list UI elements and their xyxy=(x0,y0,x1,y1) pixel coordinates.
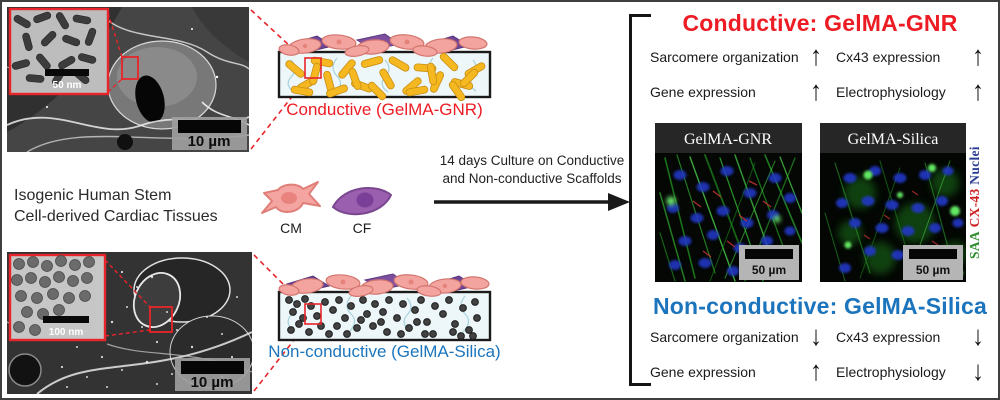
description-text: Isogenic Human Stem Cell-derived Cardiac… xyxy=(14,185,218,227)
inset-scale-bar xyxy=(43,316,89,323)
micrograph-gelma-silica: GelMA-Silica 50 µm xyxy=(820,123,966,282)
result-label: Gene expression xyxy=(650,84,756,100)
result-label: Electrophysiology xyxy=(836,364,946,380)
arrow-up-icon: ↑ xyxy=(810,355,822,387)
arrow-up-icon: ↑ xyxy=(972,40,984,72)
sem-image-gnr-scaffold: 50 nm 10 µm xyxy=(7,7,249,152)
result-row: Cx43 expression ↓ xyxy=(836,320,984,352)
result-row: Cx43 expression ↑ xyxy=(836,40,984,72)
stain-legend: SAA CX-43 Nuclei xyxy=(962,120,988,286)
inset-scale-bar xyxy=(45,69,89,76)
result-row: Gene expression ↑ xyxy=(650,75,822,107)
description-line-1: Isogenic Human Stem xyxy=(14,187,172,204)
conductive-results-grid: Sarcomere organization ↑ Cx43 expression… xyxy=(650,40,984,107)
arrow-up-icon: ↑ xyxy=(810,40,822,72)
micrograph-label: GelMA-GNR xyxy=(684,131,772,148)
tem-inset-silica-nanoparticles: 100 nm xyxy=(8,253,107,342)
micrograph-scale-label: 50 µm xyxy=(752,263,786,277)
micrograph-scale-bar: 50 µm xyxy=(903,245,963,280)
inset-scale-label: 100 nm xyxy=(49,327,84,338)
micrograph-scale-bar: 50 µm xyxy=(739,245,799,280)
inset-scale-label: 50 nm xyxy=(53,80,82,91)
stain-cx43: CX-43 xyxy=(967,188,982,228)
zoom-square xyxy=(304,303,322,325)
micrograph-banner xyxy=(655,123,802,153)
result-label: Cx43 expression xyxy=(836,49,941,65)
cm-cell-icon xyxy=(260,177,322,219)
arrow-down-icon: ↓ xyxy=(810,320,822,352)
micrograph-gelma-gnr: GelMA-GNR 50 µm xyxy=(655,123,802,282)
zoom-square xyxy=(121,56,139,80)
scaffold-illustration-nonconductive xyxy=(277,266,492,342)
scaffold-label-nonconductive: Non-conductive (GelMA-Silica) xyxy=(268,342,501,361)
cm-label: CM xyxy=(280,220,302,236)
zoom-square xyxy=(149,306,173,333)
cell-layer xyxy=(278,273,490,297)
nonconductive-title: Non-conductive: GelMA-Silica xyxy=(652,293,988,319)
result-label: Sarcomere organization xyxy=(650,329,799,345)
scale-label: 10 µm xyxy=(191,374,234,391)
conductive-title: Conductive: GelMA-GNR xyxy=(682,10,958,36)
arrow-down-icon: ↓ xyxy=(972,320,984,352)
tem-inset-gold-nanorods: 50 nm xyxy=(8,7,110,96)
result-row: Sarcomere organization ↑ xyxy=(650,40,822,72)
result-row: Electrophysiology ↓ xyxy=(836,355,984,387)
scale-label: 10 µm xyxy=(188,133,231,150)
process-arrow-text: 14 days Culture on Conductive and Non-co… xyxy=(426,152,638,188)
nonconductive-results-grid: Sarcomere organization ↓ Cx43 expression… xyxy=(650,320,984,387)
result-label: Sarcomere organization xyxy=(650,49,799,65)
scale-bar-10um: 10 µm xyxy=(175,358,250,391)
micrograph-scale-label: 50 µm xyxy=(916,263,950,277)
process-arrow-line-2: and Non-conductive Scaffolds xyxy=(442,171,622,186)
scale-bar-10um: 10 µm xyxy=(172,117,247,150)
arrow-up-icon: ↑ xyxy=(810,75,822,107)
process-arrow-line-1: 14 days Culture on Conductive xyxy=(439,153,625,168)
sem-image-silica-scaffold: 100 nm 10 µm xyxy=(7,252,252,394)
result-row: Sarcomere organization ↓ xyxy=(650,320,822,352)
result-label: Cx43 expression xyxy=(836,329,941,345)
cf-cell-icon xyxy=(330,180,394,222)
process-arrow xyxy=(434,193,630,211)
zoom-square xyxy=(304,57,322,79)
micrograph-banner xyxy=(820,123,966,153)
result-row: Electrophysiology ↑ xyxy=(836,75,984,107)
scaffold-label-conductive: Conductive (GelMA-GNR) xyxy=(286,100,483,119)
results-bracket xyxy=(629,14,651,386)
cf-label: CF xyxy=(352,220,372,236)
description-line-2: Cell-derived Cardiac Tissues xyxy=(14,208,218,225)
stain-nuclei: Nuclei xyxy=(967,146,982,186)
arrow-down-icon: ↓ xyxy=(972,355,984,387)
scaffold-illustration-conductive xyxy=(277,24,492,102)
result-row: Gene expression ↑ xyxy=(650,355,822,387)
gold-nanorods xyxy=(285,52,486,102)
result-label: Gene expression xyxy=(650,364,756,380)
cell-layer xyxy=(278,33,488,57)
silica-particles xyxy=(285,295,481,340)
arrow-up-icon: ↑ xyxy=(972,75,984,107)
result-label: Electrophysiology xyxy=(836,84,946,100)
stain-saa: SAA xyxy=(967,231,982,260)
micrograph-label: GelMA-Silica xyxy=(848,131,939,148)
